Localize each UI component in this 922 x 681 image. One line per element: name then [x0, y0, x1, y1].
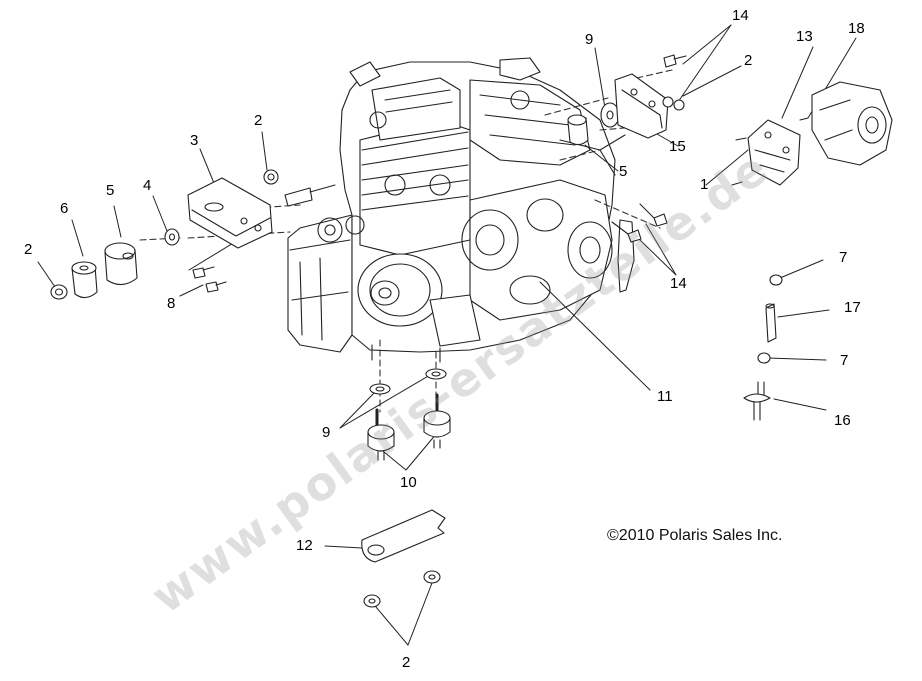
bottom-mount-parts: [361, 368, 451, 608]
callout-17: 17: [844, 299, 861, 316]
callout-14: 14: [670, 275, 687, 292]
callout-15: 15: [669, 138, 686, 155]
callout-11: 11: [657, 388, 673, 405]
callout-2: 2: [744, 52, 753, 69]
damper-parts: [743, 274, 783, 421]
callout-14: 14: [732, 7, 749, 24]
callout-2: 2: [24, 241, 33, 258]
callout-7: 7: [840, 352, 849, 369]
callout-2: 2: [402, 654, 411, 671]
copyright-notice: ©2010 Polaris Sales Inc.: [607, 527, 783, 544]
callout-6: 6: [60, 200, 69, 217]
callout-5: 5: [619, 163, 628, 180]
callout-3: 3: [190, 132, 199, 149]
right-mount-parts: [567, 54, 893, 243]
callout-8: 8: [167, 295, 176, 312]
callout-5: 5: [106, 182, 115, 199]
callout-13: 13: [796, 28, 813, 45]
callout-10: 10: [400, 474, 417, 491]
callout-9: 9: [585, 31, 594, 48]
engine-assembly: [284, 57, 635, 363]
callout-9: 9: [322, 424, 331, 441]
leader-lines: [37, 24, 857, 646]
callout-2: 2: [254, 112, 263, 129]
callout-12: 12: [296, 537, 313, 554]
callout-1: 1: [700, 176, 709, 193]
callout-18: 18: [848, 20, 865, 37]
callout-4: 4: [143, 177, 152, 194]
left-mount-parts: [50, 169, 279, 300]
callout-16: 16: [834, 412, 851, 429]
callout-7: 7: [839, 249, 848, 266]
